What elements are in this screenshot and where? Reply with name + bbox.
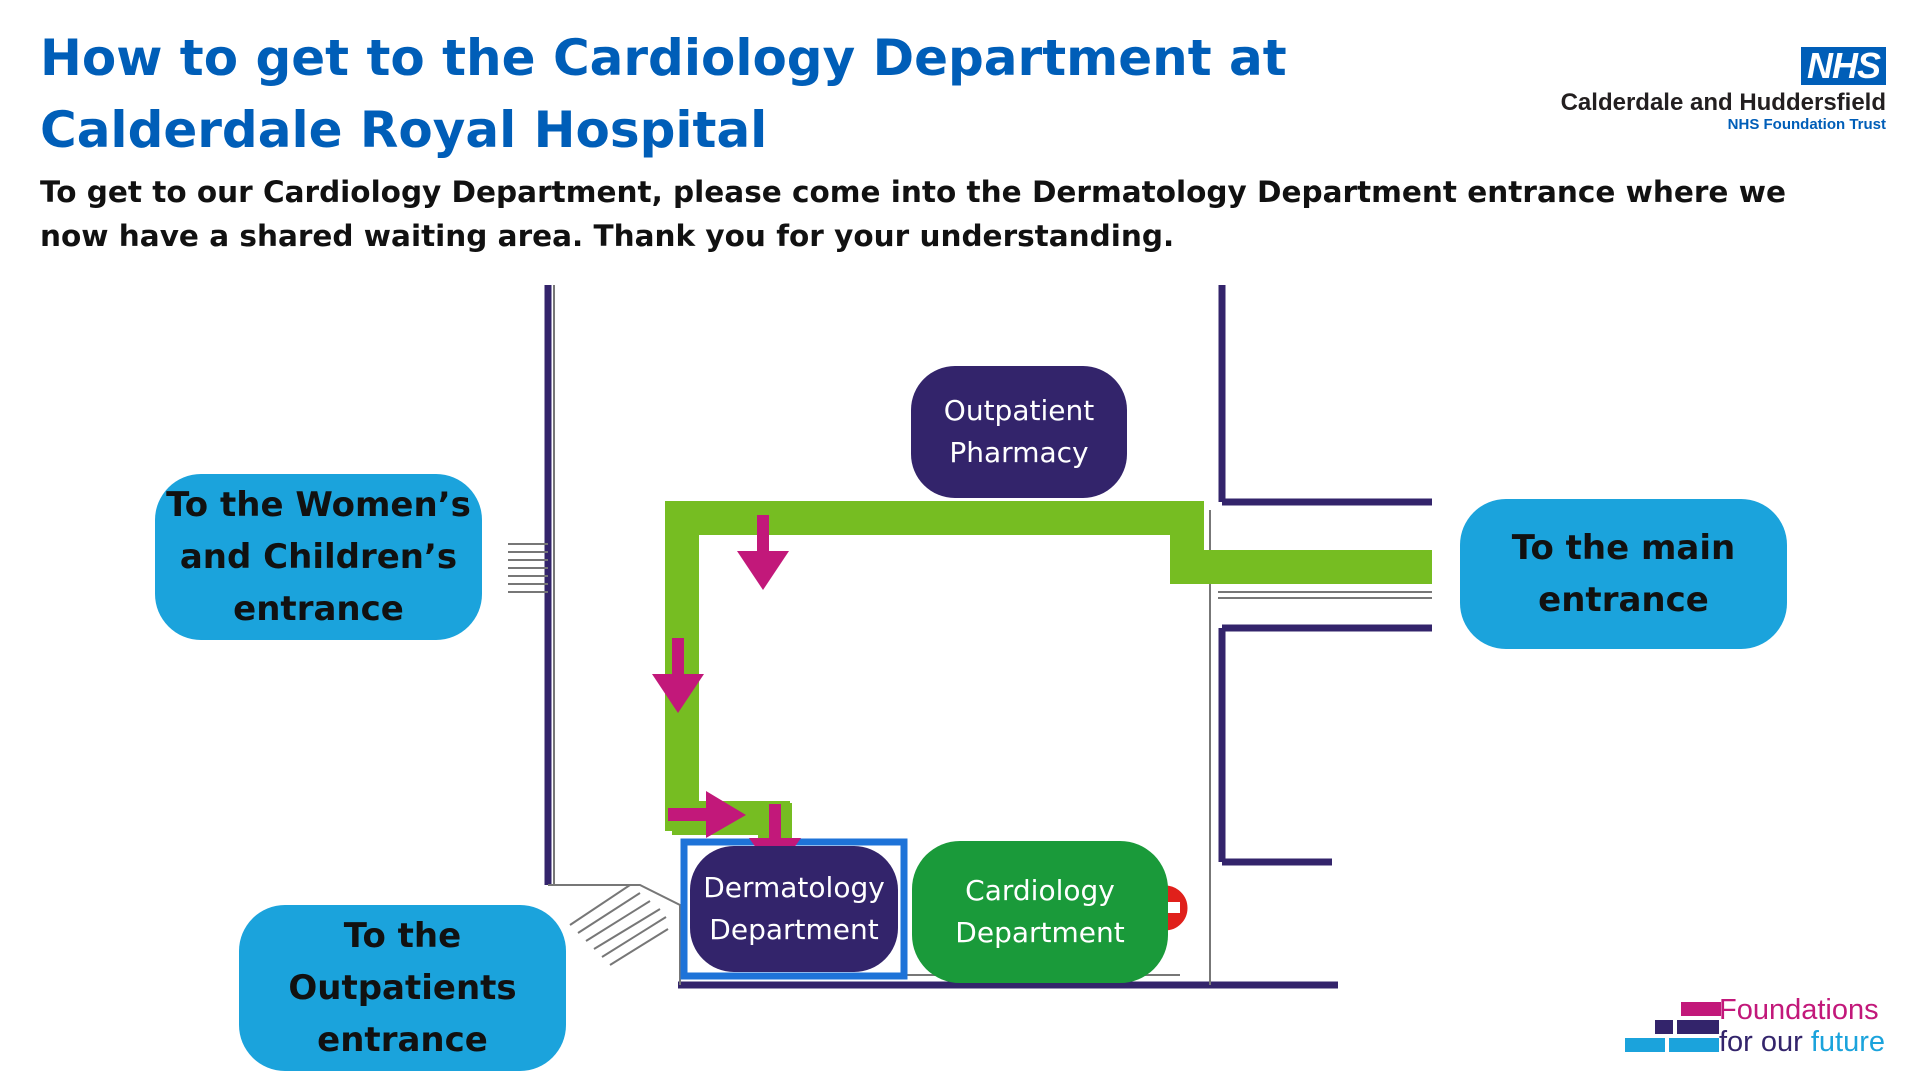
- intro-text: To get to our Cardiology Department, ple…: [40, 175, 1786, 253]
- foundations-logo-icon: [1625, 1002, 1721, 1052]
- outpatient-pharmacy-label: Outpatient Pharmacy: [911, 366, 1127, 498]
- main-entrance-label: To the main entrance: [1460, 499, 1787, 649]
- stairs-icon: [508, 543, 669, 966]
- dermatology-department-label: Dermatology Department: [690, 846, 898, 972]
- foundations-wordmark: Foundations for our future: [1719, 994, 1885, 1058]
- trust-subtitle: NHS Foundation Trust: [1727, 116, 1886, 133]
- nhs-trust-logo: NHS Calderdale and Huddersfield NHS Foun…: [1561, 47, 1886, 134]
- route-path: [665, 501, 1432, 845]
- trust-name: Calderdale and Huddersfield: [1560, 89, 1886, 116]
- footer-line2a: for our: [1719, 1026, 1811, 1058]
- womens-childrens-entrance-label: To the Women’s and Children’s entrance: [155, 474, 482, 640]
- footer-line1: Foundations: [1719, 994, 1879, 1026]
- nhs-badge: NHS: [1800, 47, 1886, 85]
- outpatients-entrance-label: To the Outpatients entrance: [239, 905, 566, 1071]
- page-title: How to get to the Cardiology Department …: [40, 29, 1287, 159]
- cardiology-department-label: Cardiology Department: [912, 841, 1168, 983]
- footer-line2b: future: [1810, 1026, 1886, 1058]
